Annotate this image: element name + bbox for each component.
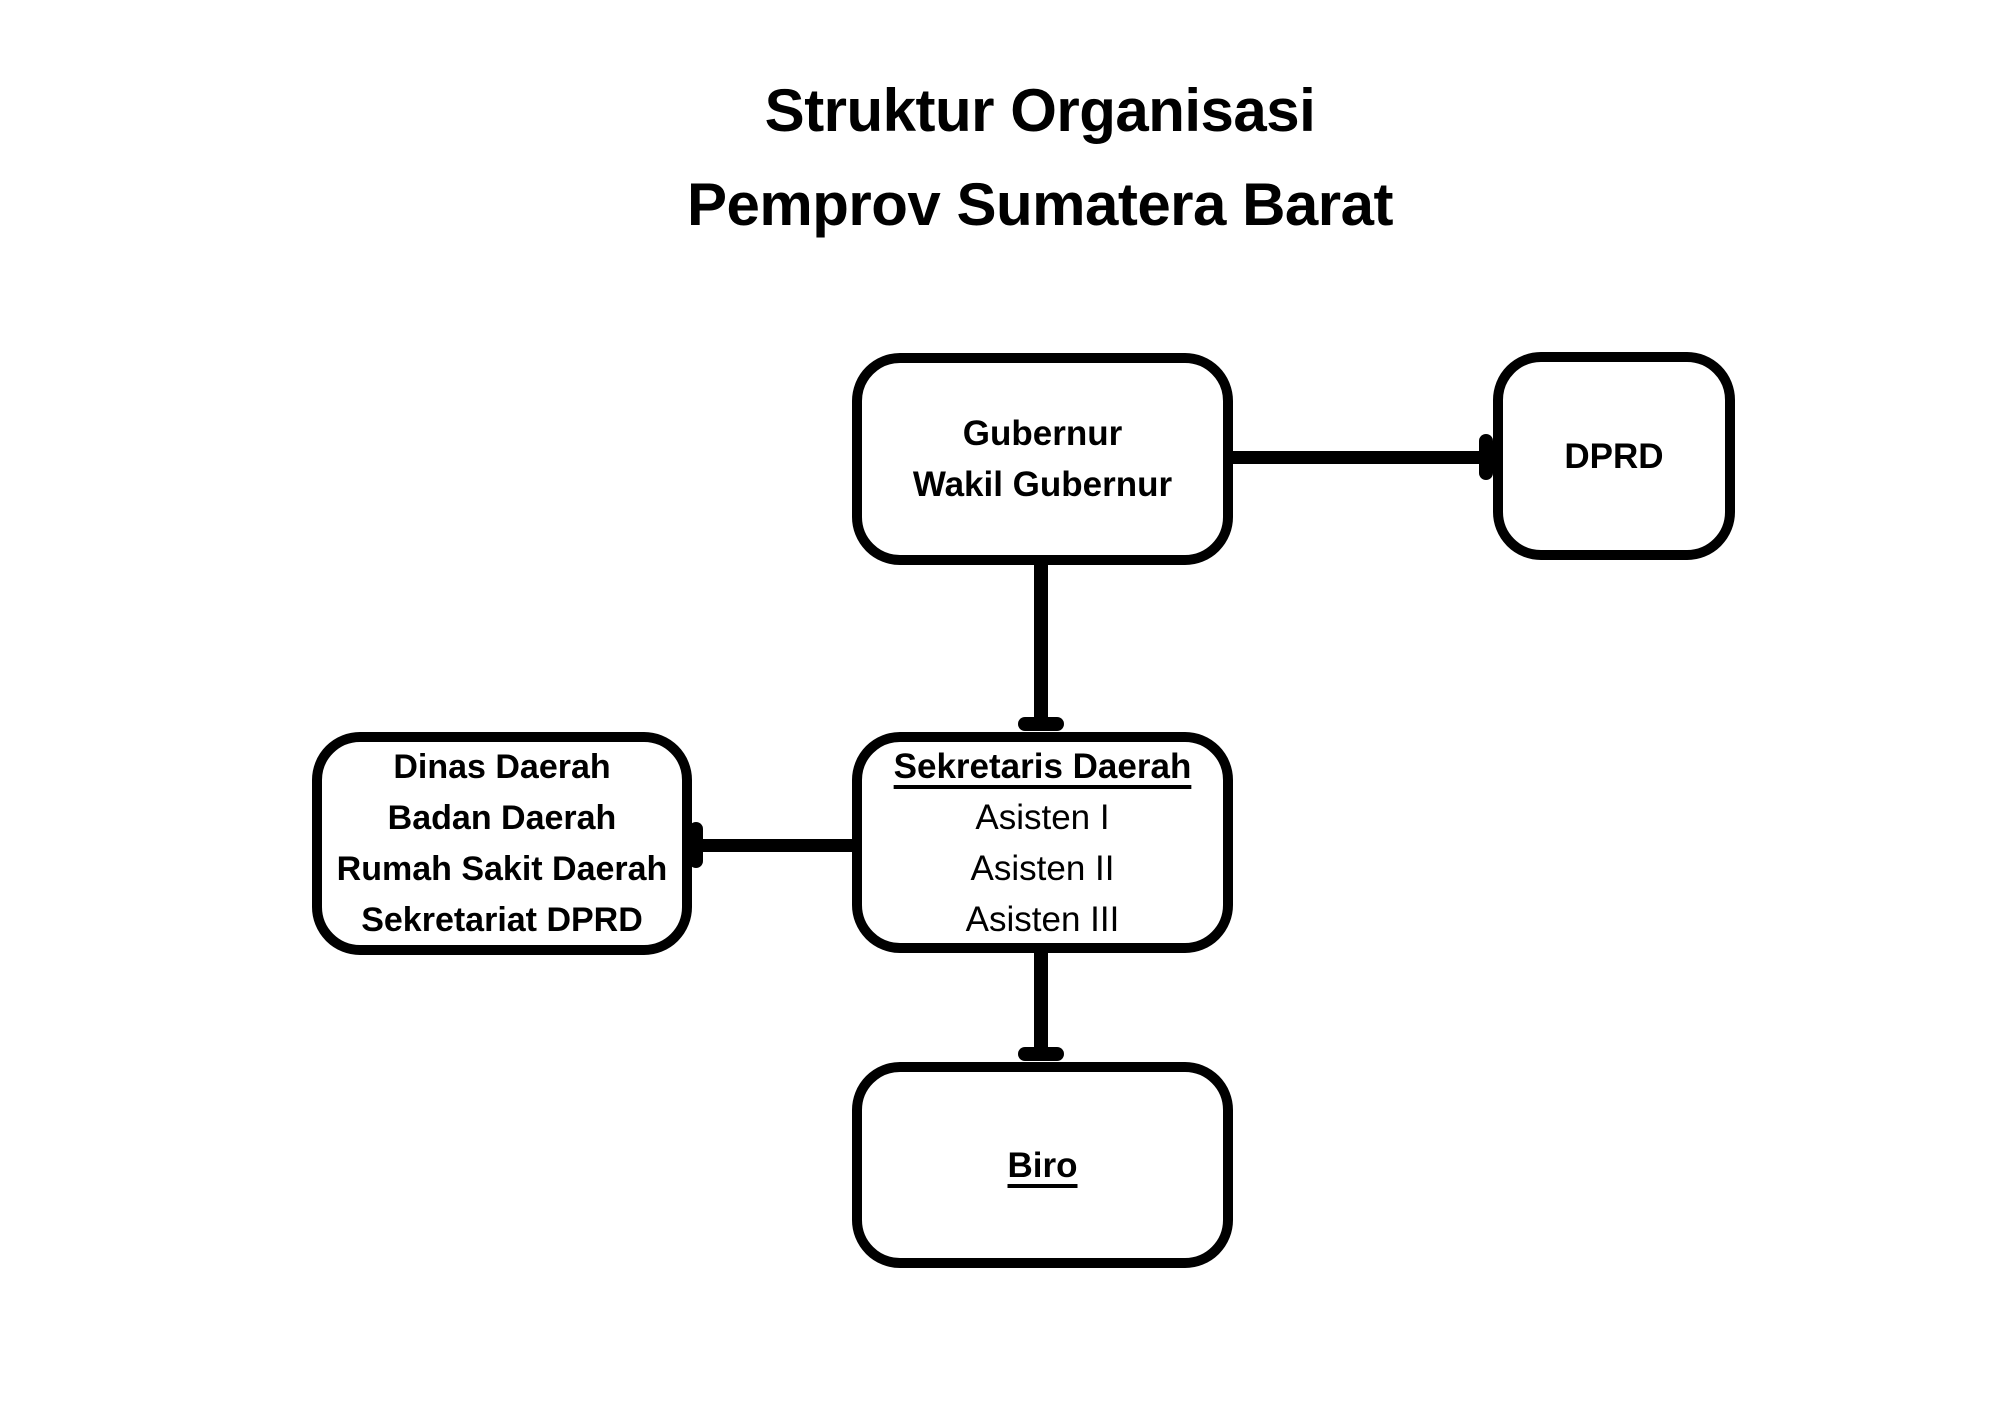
node-biro-label: Biro	[1007, 1145, 1078, 1185]
diagram-title-line1: Struktur Organisasi	[764, 77, 1316, 144]
node-sekretaris-daerah: Sekretaris Daerah Asisten I Asisten II A…	[852, 732, 1233, 953]
node-sekretaris-heading: Sekretaris Daerah	[893, 746, 1192, 786]
node-dinas-label-3: Rumah Sakit Daerah	[336, 849, 668, 888]
connector-sekretaris-dinas-terminal	[689, 822, 703, 868]
node-gubernur-label-2: Wakil Gubernur	[912, 465, 1173, 504]
node-biro: Biro	[852, 1062, 1233, 1268]
connector-gubernur-sekretaris	[1034, 560, 1048, 720]
diagram-title: Struktur Organisasi Pemprov Sumatera Bar…	[540, 64, 1540, 252]
connector-sekretaris-biro-terminal	[1018, 1047, 1064, 1061]
connector-gubernur-dprd-terminal	[1479, 434, 1493, 480]
connector-gubernur-dprd	[1228, 451, 1480, 464]
node-sekretaris-item-asisten-3: Asisten III	[965, 899, 1120, 939]
connector-sekretaris-dinas	[700, 839, 856, 852]
node-dinas-label-4: Sekretariat DPRD	[361, 900, 643, 939]
connector-sekretaris-biro	[1034, 950, 1048, 1050]
node-sekretaris-item-asisten-2: Asisten II	[970, 848, 1115, 888]
node-sekretaris-item-asisten-1: Asisten I	[975, 797, 1110, 837]
diagram-title-line2: Pemprov Sumatera Barat	[687, 171, 1393, 238]
node-dinas-label-2: Badan Daerah	[387, 798, 617, 837]
node-gubernur: Gubernur Wakil Gubernur	[852, 353, 1233, 565]
node-gubernur-label-1: Gubernur	[962, 414, 1123, 453]
node-dprd: DPRD	[1493, 352, 1735, 560]
node-dprd-label: DPRD	[1564, 436, 1664, 476]
node-dinas-badan-daerah: Dinas Daerah Badan Daerah Rumah Sakit Da…	[312, 732, 692, 955]
node-dinas-label-1: Dinas Daerah	[393, 747, 611, 786]
connector-gubernur-sekretaris-terminal	[1018, 717, 1064, 731]
